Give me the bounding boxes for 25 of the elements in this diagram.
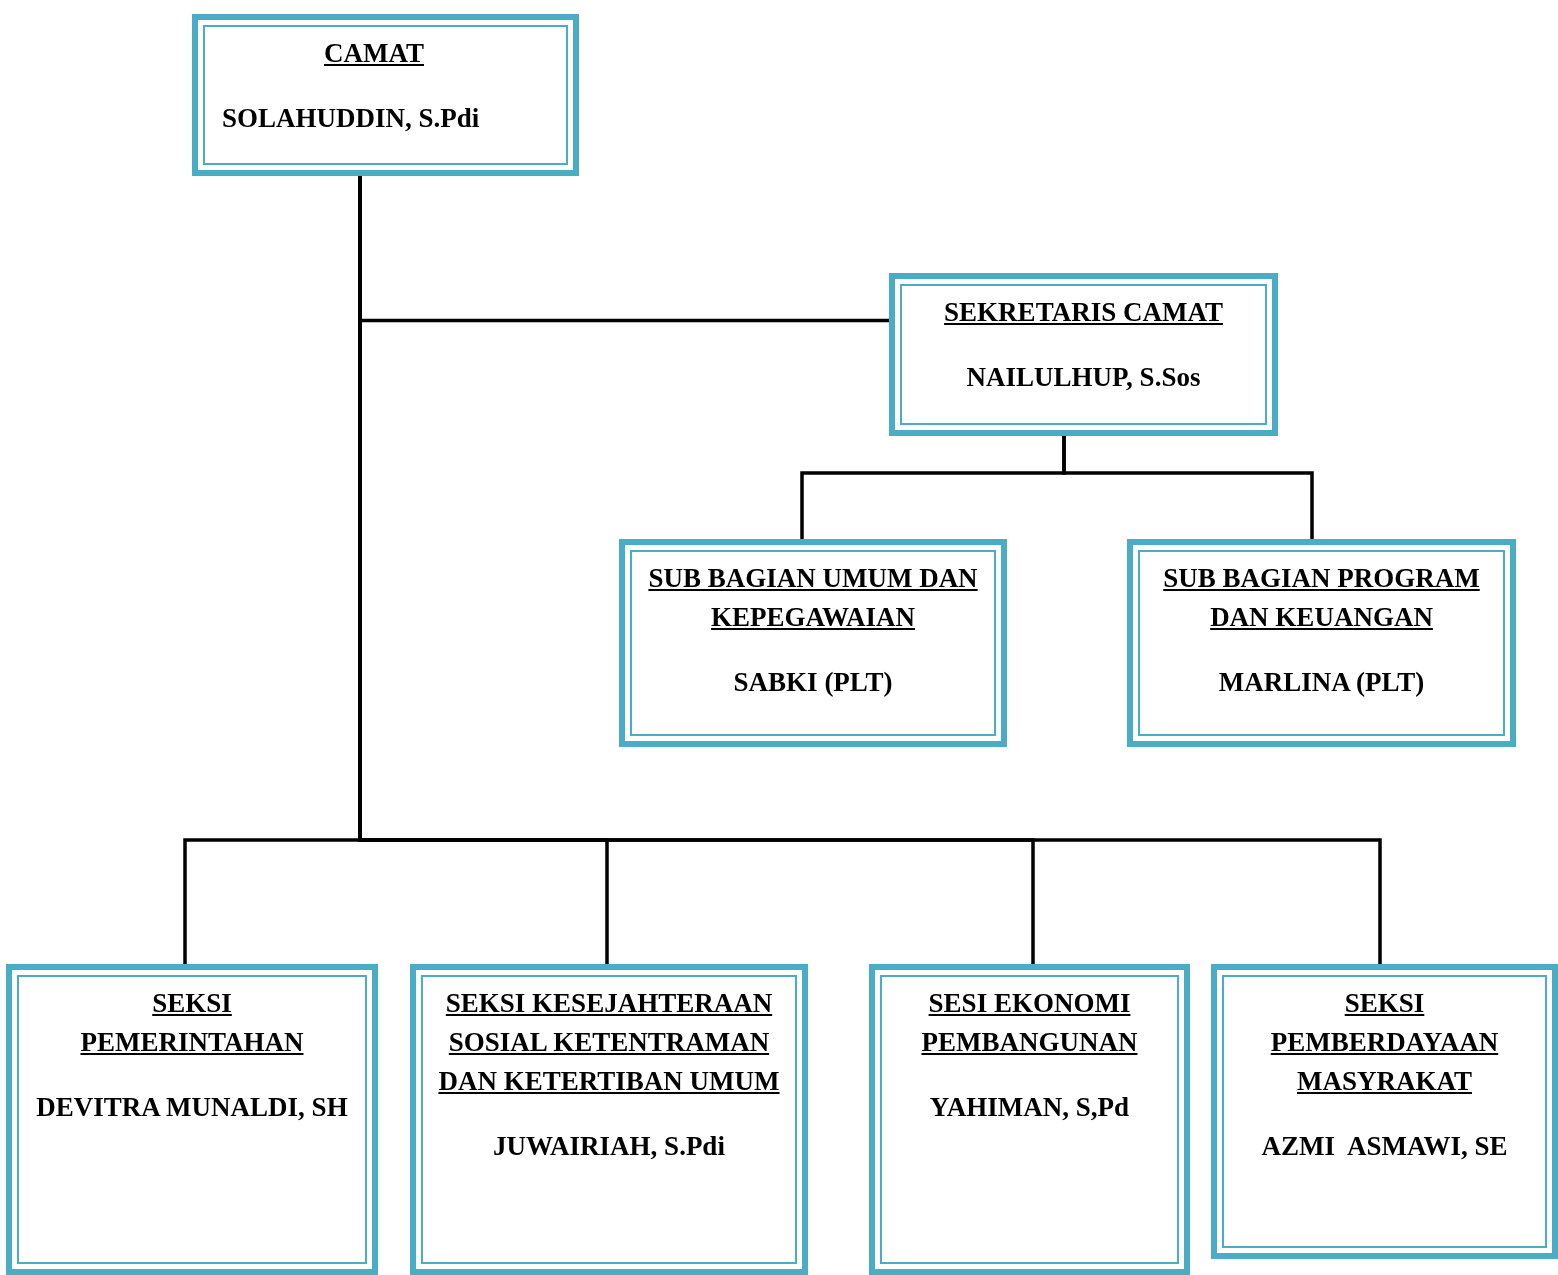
person-name: SABKI (PLT) [733, 666, 893, 699]
position-title: SEKRETARIS CAMAT [944, 296, 1223, 329]
connector-line [1062, 436, 1314, 539]
org-box [869, 964, 1190, 1275]
position-title: SEKSI KESEJAHTERAAN SOSIAL KETENTRAMAN DAN KETERTIBAN UMUM [437, 987, 781, 1098]
position-title: SUB BAGIAN PROGRAM DAN KEUANGAN [1162, 562, 1481, 634]
org-box [410, 964, 808, 1275]
position-title: SUB BAGIAN UMUM DAN KEPEGAWAIAN [647, 562, 979, 634]
position-title: CAMAT [324, 37, 424, 70]
org-box [889, 273, 1278, 436]
position-title: SESI EKONOMI PEMBANGUNAN [920, 987, 1139, 1059]
person-name: DEVITRA MUNALDI, SH [36, 1091, 348, 1124]
org-box [192, 14, 579, 176]
org-box [6, 964, 378, 1275]
person-name: JUWAIRIAH, S.Pdi [493, 1130, 725, 1163]
person-name: SOLAHUDDIN, S.Pdi [222, 102, 480, 135]
org-box [1211, 964, 1558, 1259]
position-title: SEKSI PEMERINTAHAN [79, 987, 305, 1059]
org-box [1127, 539, 1516, 747]
org-box [619, 539, 1007, 747]
person-name: YAHIMAN, S,Pd [929, 1091, 1130, 1124]
position-title: SEKSI PEMBERDAYAAN MASYRAKAT [1269, 987, 1500, 1098]
person-name: NAILULHUP, S.Sos [966, 361, 1201, 394]
person-name: MARLINA (PLT) [1218, 666, 1425, 699]
person-name: AZMI ASMAWI, SE [1261, 1130, 1508, 1163]
